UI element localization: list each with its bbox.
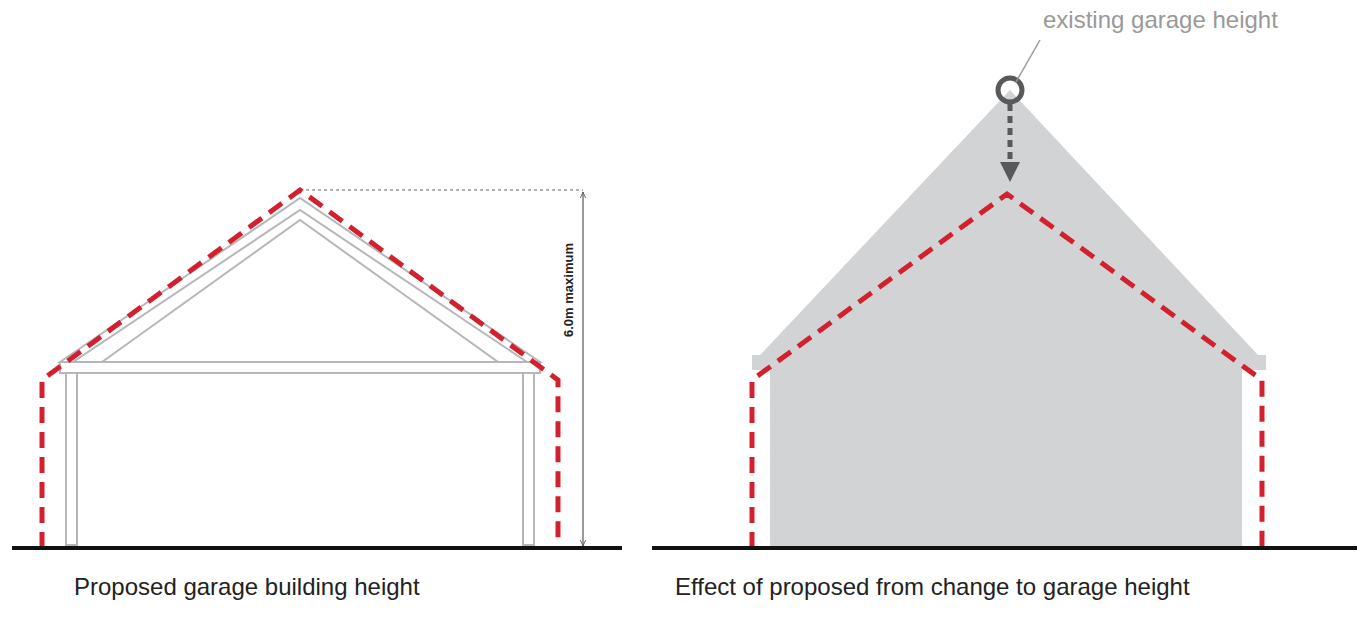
dimension-leader xyxy=(306,189,583,190)
existing-height-marker xyxy=(998,78,1022,102)
caption: Proposed garage building height xyxy=(74,573,420,601)
reduction-arrow xyxy=(1008,104,1013,172)
proposed-envelope xyxy=(752,194,1262,548)
callout-label: existing garage height xyxy=(1043,6,1278,34)
dimension-label: 6.0m maximum xyxy=(562,243,577,337)
existing-garage-silhouette xyxy=(752,90,1266,548)
ground-line xyxy=(12,546,622,550)
ground-line xyxy=(652,546,1357,550)
caption: Effect of proposed from change to garage… xyxy=(675,573,1190,601)
callout-leader xyxy=(1016,40,1040,82)
garage-frame xyxy=(60,198,540,545)
height-envelope xyxy=(42,190,558,548)
dimension-line xyxy=(582,192,583,546)
